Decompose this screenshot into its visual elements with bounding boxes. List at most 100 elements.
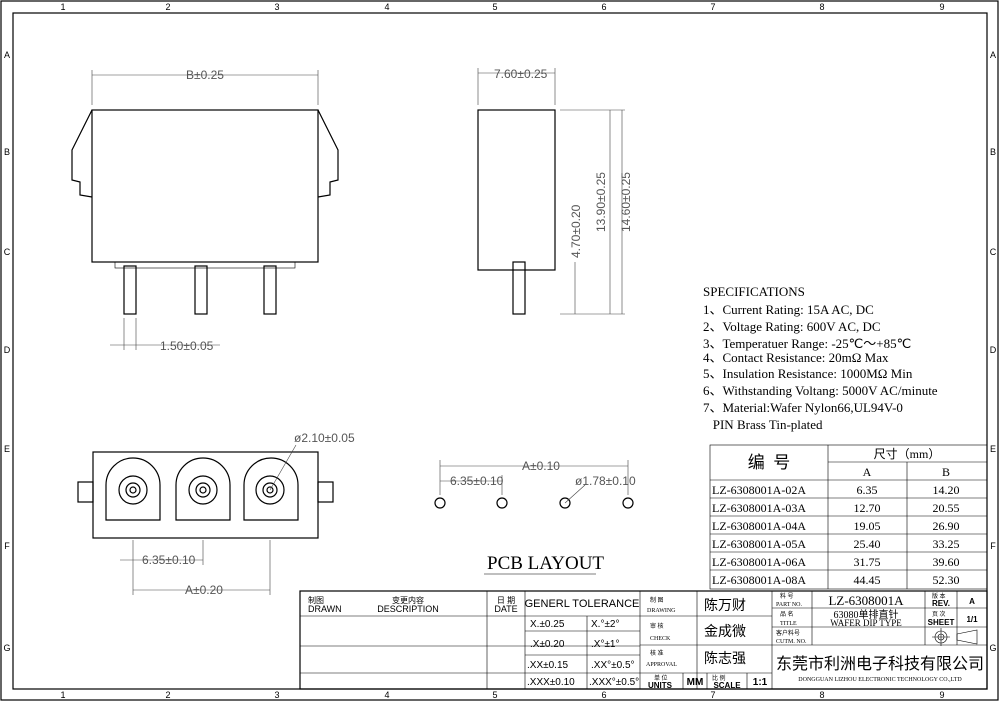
table-cell: 31.75 — [854, 555, 881, 569]
tolerance-value: .XXX±0.10 — [527, 677, 575, 688]
table-cell: LZ-6308001A-03A — [712, 501, 806, 515]
table-cell: 39.60 — [933, 555, 960, 569]
units-label: UNITS — [648, 681, 673, 690]
pcb-layout-title: PCB LAYOUT — [487, 553, 604, 574]
partno-label-cn: 料 号 — [780, 592, 794, 600]
table-cell: 52.30 — [933, 573, 960, 587]
tolerance-value: .XXX°±0.5° — [589, 677, 639, 688]
company-name-cn: 东莞市利洲电子科技有限公司 — [776, 655, 984, 673]
row-label: B — [4, 147, 10, 157]
row-label: E — [4, 444, 10, 454]
projection-symbol-icon — [932, 628, 978, 646]
col-label: 5 — [492, 2, 497, 12]
scale-label: SCALE — [713, 681, 741, 690]
drawing-name: 陈万财 — [704, 597, 746, 614]
col-label: 4 — [384, 2, 389, 12]
row-label: C — [4, 247, 11, 257]
col-label: 2 — [165, 690, 170, 700]
col-label: 3 — [274, 690, 279, 700]
table-header-size: 尺寸（mm） — [874, 447, 941, 461]
table-cell: 33.25 — [933, 537, 960, 551]
table-cell: LZ-6308001A-05A — [712, 537, 806, 551]
units-value: MM — [687, 677, 704, 688]
col-label: 6 — [601, 690, 606, 700]
table-cell: LZ-6308001A-06A — [712, 555, 806, 569]
table-cell: 20.55 — [933, 501, 960, 515]
table-cell: 19.05 — [854, 519, 881, 533]
sheet-value: 1/1 — [966, 615, 978, 624]
spec-item: 1、Current Rating: 15A AC, DC — [703, 302, 874, 317]
row-label: D — [4, 345, 11, 355]
row-label: A — [4, 50, 10, 60]
rev-label-cn: 版 本 — [932, 592, 946, 600]
customer-no-label: CUTM. NO. — [776, 639, 807, 645]
dim-b: B±0.25 — [186, 68, 224, 82]
approval-name: 陈志强 — [704, 650, 746, 667]
col-label: 1 — [60, 690, 65, 700]
customer-no-label-cn: 客户料号 — [776, 629, 800, 637]
col-label: 4 — [384, 690, 389, 700]
drawing-label: DRAWING — [647, 608, 676, 614]
table-cell: 25.40 — [854, 537, 881, 551]
col-label: 5 — [492, 690, 497, 700]
bottom-view: ø2.10±0.05 6.35±0.10 A±0.20 — [77, 431, 355, 597]
row-label: D — [990, 345, 997, 355]
table-cell: 12.70 — [854, 501, 881, 515]
dim-pitch: 6.35±0.10 — [142, 553, 196, 567]
sheet-label: SHEET — [928, 618, 955, 627]
pcb-dim-pitch: 6.35±0.10 — [450, 474, 504, 488]
sheet-label-cn: 页 次 — [932, 610, 946, 618]
tolerance-value: .X°±1° — [591, 639, 620, 650]
dim-height-2: 14.60±0.25 — [619, 172, 633, 232]
spec-title: SPECIFICATIONS — [703, 284, 805, 299]
table-cell: 6.35 — [857, 483, 878, 497]
pcb-dim-a: A±0.10 — [522, 459, 560, 473]
title-label: TITLE — [780, 621, 797, 627]
drawing-label-cn: 制 图 — [650, 596, 664, 604]
check-name: 金成微 — [704, 624, 746, 640]
check-label: CHECK — [650, 636, 671, 642]
col-label: 2 — [165, 2, 170, 12]
table-cell: LZ-6308001A-08A — [712, 573, 806, 587]
check-label-cn: 审 核 — [650, 622, 664, 630]
col-label: 8 — [819, 2, 824, 12]
tolerance-value: .XX±0.15 — [527, 660, 569, 671]
table-cell: LZ-6308001A-02A — [712, 483, 806, 497]
part-number: LZ-6308001A — [828, 593, 904, 608]
partno-label: PART NO. — [776, 602, 802, 608]
row-label: G — [989, 643, 996, 653]
title-value: WAFER DIP TYPE — [830, 618, 902, 628]
specifications: SPECIFICATIONS 1、Current Rating: 15A AC,… — [703, 284, 938, 432]
col-label: 9 — [939, 690, 944, 700]
drawn-label-cn: 制图 — [308, 595, 324, 605]
scale-value: 1:1 — [753, 677, 768, 688]
spec-item: 4、Contact Resistance: 20mΩ Max — [703, 350, 889, 365]
table-cell: 14.20 — [933, 483, 960, 497]
rev-label: REV. — [932, 599, 950, 608]
row-labels: A B C D E F G A B C D E F G — [3, 50, 996, 653]
description-label: DESCRIPTION — [377, 604, 439, 614]
spec-item: 5、Insulation Resistance: 1000MΩ Min — [703, 366, 913, 381]
col-label: 8 — [819, 690, 824, 700]
col-label: 1 — [60, 2, 65, 12]
description-label-cn: 变更内容 — [392, 595, 424, 605]
column-labels: 1 2 3 4 5 6 7 8 9 1 2 3 4 5 6 7 8 9 — [60, 2, 944, 700]
tolerance-value: .X±0.20 — [530, 639, 565, 650]
front-view: B±0.25 1.50±0.05 — [71, 68, 339, 353]
tolerance-title: GENERL TOLERANCE — [525, 598, 640, 610]
row-label: F — [4, 541, 10, 551]
tolerance-value: X.°±2° — [591, 619, 620, 630]
approval-label: APPROVAL — [646, 662, 677, 668]
drawn-label: DRAWN — [308, 604, 342, 614]
col-label: 7 — [710, 690, 715, 700]
row-label: A — [990, 50, 996, 60]
pcb-layout: A±0.10 6.35±0.10 ø1.78±0.10 PCB LAYOUT — [434, 459, 636, 575]
row-label: C — [990, 247, 997, 257]
dim-a: A±0.20 — [185, 583, 223, 597]
scale-label-cn: 比 例 — [712, 674, 726, 682]
dim-hole: ø2.10±0.05 — [294, 431, 355, 445]
dim-side-width: 7.60±0.25 — [494, 67, 548, 81]
table-cell: 26.90 — [933, 519, 960, 533]
